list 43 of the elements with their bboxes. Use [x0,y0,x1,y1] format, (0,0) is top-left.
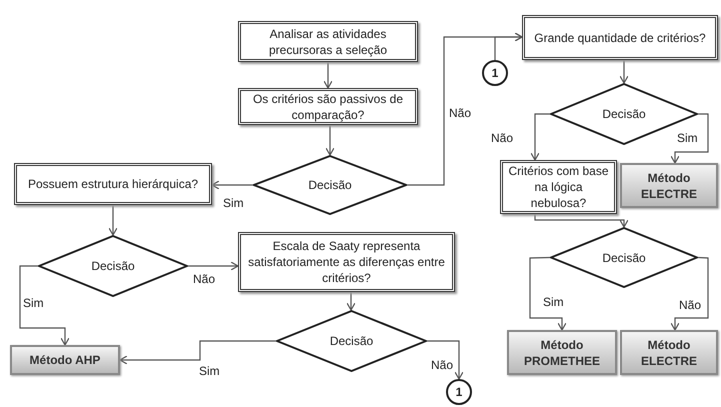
arrow [619,60,629,84]
method-box [620,163,718,208]
arrow [494,32,523,60]
connector-number: 1 [456,384,462,400]
process-box [238,21,418,62]
node-text: Escala de Saaty representa satisfatoriamente as diferenças entre critérios? [247,238,446,286]
arrow [427,340,464,380]
method-box [10,345,120,375]
node-text: Os critérios são passivos de comparação? [252,90,404,122]
arrow [670,113,709,164]
node-text: Método AHP [30,352,100,368]
node-text: Decisão [91,258,135,274]
arrow [534,214,629,228]
node-text: Possuem estrutura hierárquica? [28,176,198,192]
node-text: Decisão [330,333,374,349]
connector-number: 1 [492,65,498,81]
arrow [188,261,239,271]
node-text: Analisar as atividades precursoras a seleção [268,26,388,58]
node-text: Decisão [602,250,646,266]
arrow [346,292,356,311]
arrow [325,125,335,156]
process-box [14,163,212,205]
arrow [119,340,276,365]
process-box [238,88,418,125]
method-box [507,330,617,375]
node-text: Método ELECTRE [640,170,698,202]
node-text: Critérios com base na lógica nebulosa? [507,163,610,211]
node-text: Decisão [308,177,352,193]
process-box [500,160,617,214]
arrow [19,265,70,346]
process-box [522,15,718,60]
arrow [530,113,550,161]
node-text: Método PROMETHEE [522,336,601,368]
arrow [529,256,567,331]
arrow [108,205,118,236]
process-box [238,232,455,292]
arrow [323,62,333,89]
arrow [670,256,709,331]
node-text: Método ELECTRE [640,336,698,368]
method-box [620,330,718,375]
arrow [211,180,253,190]
node-text: Grande quantidade de critérios? [534,30,706,46]
node-text: Decisão [602,106,646,122]
